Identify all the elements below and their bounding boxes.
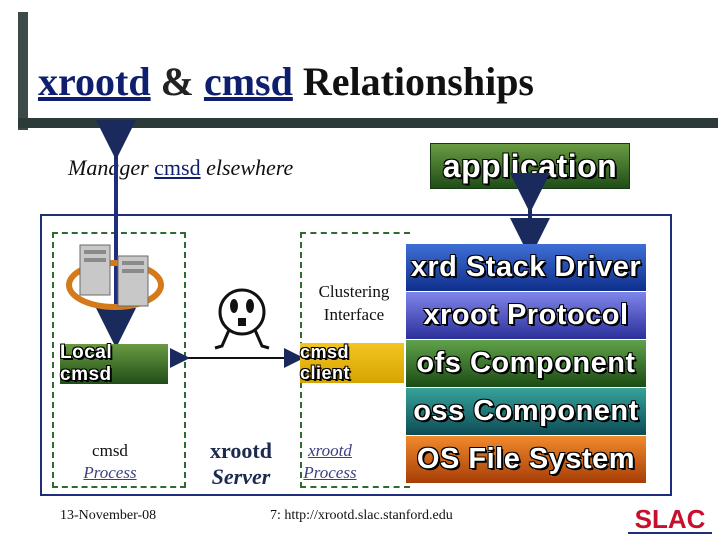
node-frame bbox=[40, 214, 672, 496]
title-cmsd: cmsd bbox=[203, 59, 293, 104]
slac-logo: SLAC bbox=[624, 504, 716, 538]
title-amp: & bbox=[160, 59, 194, 104]
stack-xrd-driver: xrd Stack Driver bbox=[406, 244, 646, 291]
application-block: application bbox=[430, 143, 630, 189]
stack-oss-component: oss Component bbox=[406, 388, 646, 435]
stack-ofs-component: ofs Component bbox=[406, 340, 646, 387]
title-accent-bar-horizontal bbox=[18, 118, 718, 128]
title-xrootd: xrootd bbox=[38, 59, 151, 104]
stack-os-file-system: OS File System bbox=[406, 436, 646, 483]
server-machines-icon bbox=[66, 244, 164, 310]
clustering-line1: Clustering bbox=[318, 282, 390, 301]
stack-xroot-protocol: xroot Protocol bbox=[406, 292, 646, 339]
title-rest: Relationships bbox=[302, 59, 534, 104]
server-name: xrootd bbox=[210, 438, 272, 463]
slide-date: 13-November-08 bbox=[60, 508, 157, 523]
clustering-line2: Interface bbox=[323, 305, 385, 324]
manager-post: elsewhere bbox=[206, 155, 294, 180]
xrootd-stack: xrd Stack Driver xroot Protocol ofs Comp… bbox=[406, 244, 646, 484]
title-accent-bar-vertical bbox=[18, 12, 28, 130]
cmsd-name: cmsd bbox=[92, 441, 128, 460]
slac-logo-text: SLAC bbox=[635, 504, 706, 534]
xrootd-server-figure bbox=[214, 288, 270, 350]
slide-footer: 7: http://xrootd.slac.stanford.edu bbox=[270, 508, 453, 523]
xrootd-process-text: Process bbox=[303, 463, 357, 482]
cmsd-process-text: Process bbox=[83, 463, 137, 482]
slide-title: xrootd & cmsd Relationships bbox=[38, 58, 534, 105]
manager-cmsd: cmsd bbox=[154, 155, 201, 180]
xrootd-process-label: xrootd Process bbox=[290, 440, 370, 484]
xrootd-server-label: xrootd Server bbox=[196, 438, 286, 490]
local-cmsd-block: Local cmsd bbox=[60, 342, 168, 385]
cmsd-process-label: cmsd Process bbox=[50, 440, 170, 484]
clustering-interface-label: Clustering Interface bbox=[302, 280, 406, 326]
cmsd-client-block: cmsd client bbox=[300, 342, 404, 383]
server-role: Server bbox=[211, 464, 271, 489]
xrootd-name: xrootd bbox=[308, 441, 352, 460]
